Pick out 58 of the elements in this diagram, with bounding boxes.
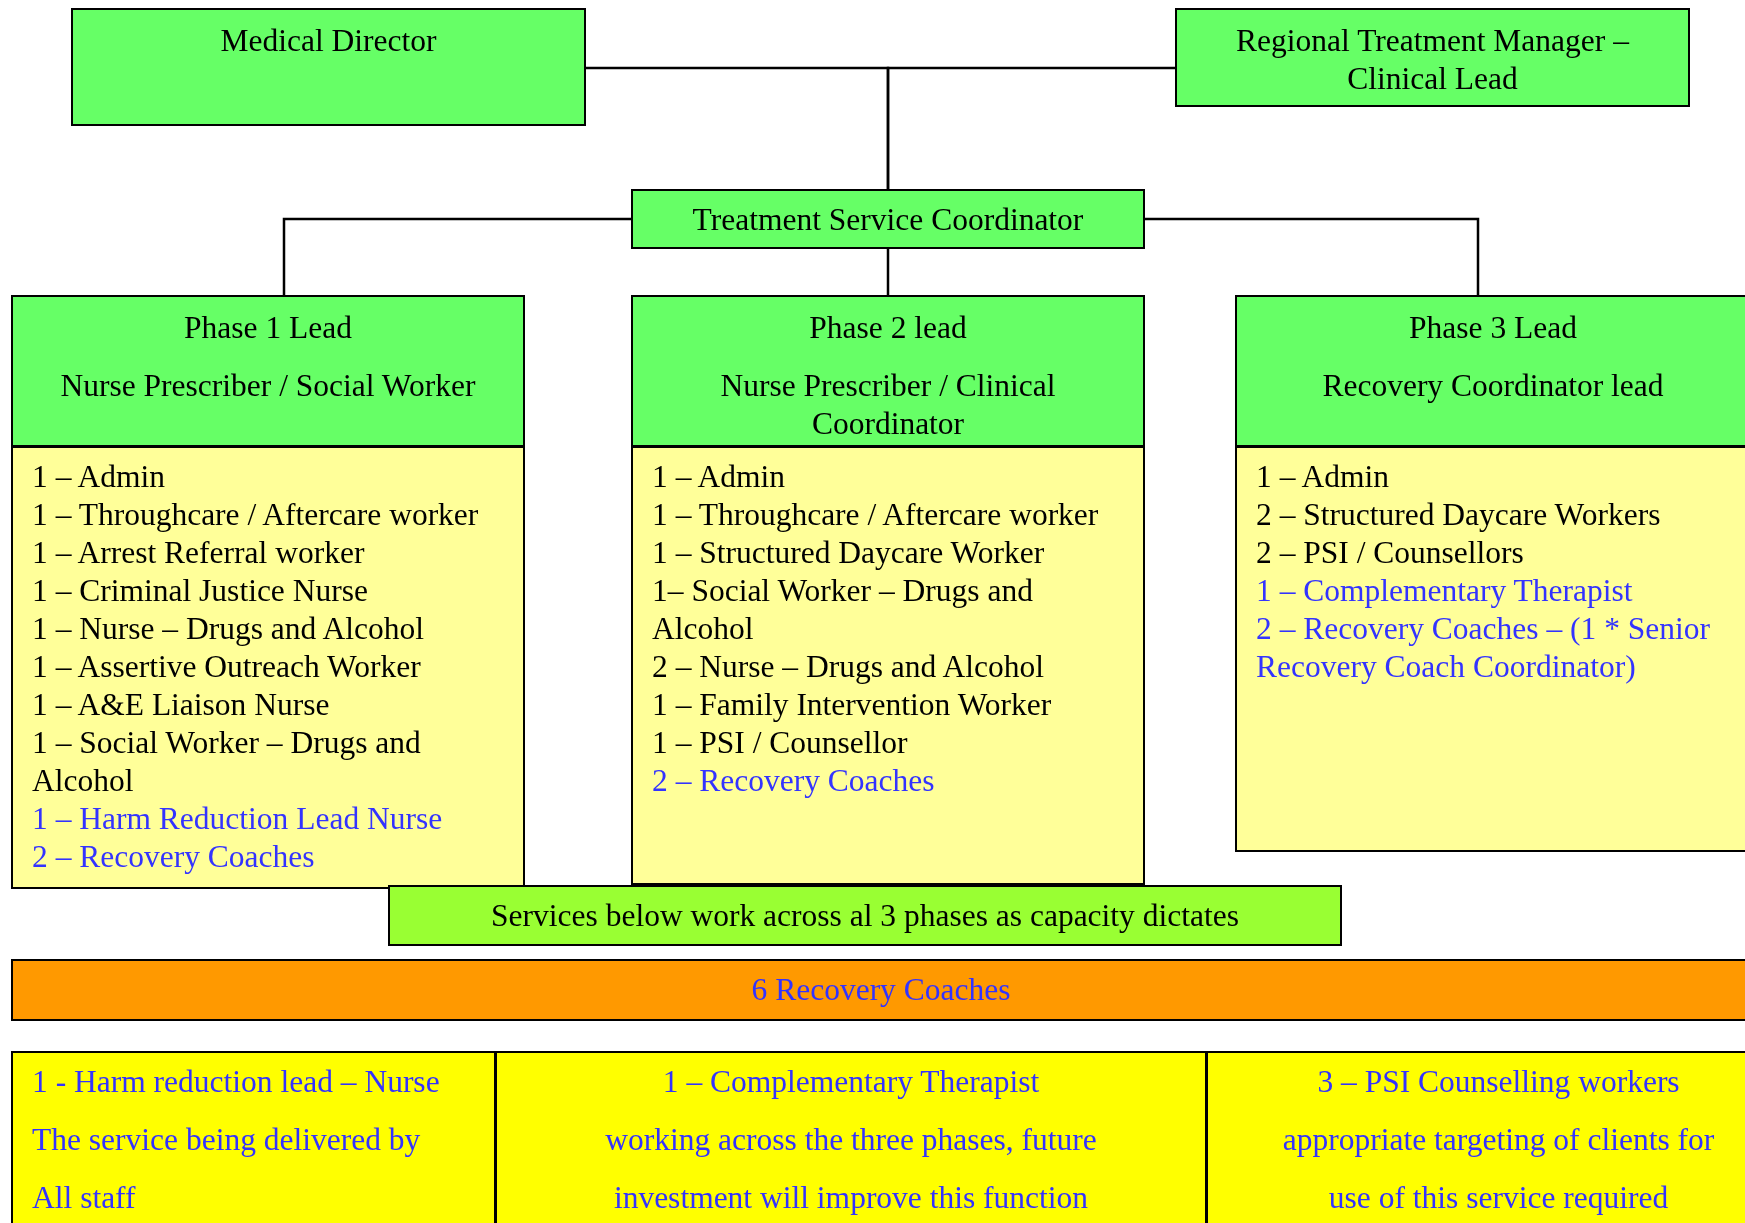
role-title: Phase 2 lead (808, 309, 968, 347)
staff-item: 1 – Nurse – Drugs and Alcohol (32, 610, 425, 648)
box-label: 6 Recovery Coaches (750, 971, 1012, 1009)
role-box (71, 8, 586, 126)
service-cell (1206, 1051, 1745, 1223)
service-cell (495, 1051, 1207, 1223)
staff-item: 1 – Throughcare / Aftercare worker (32, 496, 480, 534)
staff-item: 1 – Harm Reduction Lead Nurse (32, 800, 444, 838)
staff-item: 2 – Recovery Coaches (32, 838, 316, 876)
role-title: Regional Treatment Manager – Clinical Lead (1235, 22, 1631, 98)
service-note: appropriate targeting of clients for use of this service required (1281, 1121, 1716, 1217)
staff-item: 2 – PSI / Counsellors (1256, 534, 1525, 572)
staff-item: 1 – Assertive Outreach Worker (32, 648, 422, 686)
staff-item: 2 – Recovery Coaches – (1 * Senior Recovery Coach Coordinator) (1256, 610, 1711, 686)
role-box (1175, 8, 1690, 107)
staff-item: 1 – A&E Liaison Nurse (32, 686, 331, 724)
staff-item: 2 – Recovery Coaches (652, 762, 936, 800)
staff-item: 1 – Family Intervention Worker (652, 686, 1053, 724)
role-title: Medical Director (219, 22, 438, 60)
connector-line (1145, 217, 1480, 295)
staff-item: 1 – Admin (652, 458, 786, 496)
role-title: Phase 1 Lead (183, 309, 353, 347)
role-subtitle: Nurse Prescriber / Social Worker (59, 367, 477, 405)
phase-header (11, 295, 525, 447)
staff-list-box (631, 446, 1145, 885)
staff-item: 2 – Nurse – Drugs and Alcohol (652, 648, 1045, 686)
staff-item: 1 – Structured Daycare Worker (652, 534, 1046, 572)
staff-item: 1 – Criminal Justice Nurse (32, 572, 369, 610)
role-title: Phase 3 Lead (1408, 309, 1578, 347)
staff-item: 1 – PSI / Counsellor (652, 724, 909, 762)
service-cell (11, 1051, 496, 1223)
info-banner (388, 885, 1342, 946)
role-subtitle: Nurse Prescriber / Clinical Coordinator (719, 367, 1057, 443)
role-box (631, 189, 1145, 249)
service-title: 1 - Harm reduction lead – Nurse (32, 1063, 441, 1101)
box-label: Treatment Service Coordinator (691, 201, 1085, 239)
staff-item: 1– Social Worker – Drugs and Alcohol (652, 572, 1034, 648)
staff-item: 1 – Admin (1256, 458, 1390, 496)
box-label: Services below work across al 3 phases as capacity dictates (490, 897, 1240, 935)
staff-item: 1 – Throughcare / Aftercare worker (652, 496, 1100, 534)
service-note: working across the three phases, future investment will improve this function (604, 1121, 1098, 1217)
service-note: The service being delivered by All staff (32, 1121, 422, 1217)
staff-item: 1 – Arrest Referral worker (32, 534, 366, 572)
service-title: 1 – Complementary Therapist (661, 1063, 1041, 1101)
service-band (11, 959, 1745, 1021)
staff-item: 1 – Admin (32, 458, 166, 496)
role-subtitle: Recovery Coordinator lead (1321, 367, 1665, 405)
phase-header (1235, 295, 1745, 447)
phase-header (631, 295, 1145, 447)
connector-line (886, 249, 890, 295)
staff-list-box (1235, 446, 1745, 852)
staff-item: 1 – Social Worker – Drugs and Alcohol (32, 724, 422, 800)
connector-line (886, 66, 1175, 189)
staff-item: 2 – Structured Daycare Workers (1256, 496, 1662, 534)
staff-list-box (11, 446, 525, 889)
staff-item: 1 – Complementary Therapist (1256, 572, 1634, 610)
connector-line (282, 217, 631, 295)
service-title: 3 – PSI Counselling workers (1316, 1063, 1681, 1101)
